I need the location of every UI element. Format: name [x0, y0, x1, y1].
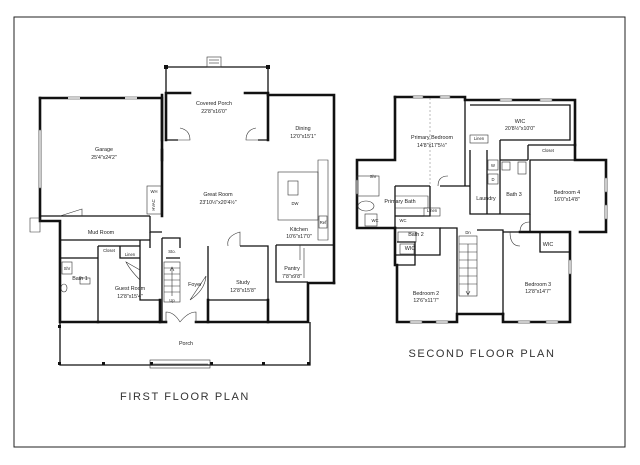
washer-label: W: [491, 163, 495, 168]
wic-bedroom2-label: WIC: [405, 246, 416, 252]
bedroom3-dim: 12'8"x14'7": [525, 289, 551, 295]
first-floor-stairs: [163, 261, 181, 303]
guest-room-label: Guest Room: [115, 286, 146, 292]
bedroom4-label: Bedroom 4: [554, 190, 580, 196]
laundry-label: Laundry: [476, 196, 496, 202]
stairs-down-label: Dn: [465, 230, 471, 235]
wic-bedroom3-label: WIC: [543, 242, 554, 248]
first-floor-title: FIRST FLOOR PLAN: [120, 391, 250, 403]
great-room-label: Great Room: [203, 192, 233, 198]
kitchen-island: [277, 171, 319, 221]
shower-label: Shr: [64, 266, 71, 271]
covered-porch-dim: 22'8"x16'0": [201, 109, 227, 115]
bedroom3-label: Bedroom 3: [525, 282, 551, 288]
bath1-label: Bath 1: [72, 276, 88, 282]
dining-label: Dining: [295, 126, 310, 132]
primary-bath-label: Primary Bath: [384, 199, 415, 205]
pantry-dim: 7'8"x9'8": [282, 274, 302, 280]
mud-room-label: Mud Room: [88, 230, 115, 236]
storage-label: Sto.: [168, 249, 175, 254]
covered-porch-area: [164, 56, 270, 95]
dishwasher-label: DW: [292, 201, 299, 206]
dryer-label: D: [491, 177, 494, 182]
kitchen-label: Kitchen: [290, 227, 308, 233]
bath3-label: Bath 3: [506, 192, 522, 198]
foyer-label: Foyer: [188, 282, 202, 288]
second-floor-title: SECOND FLOOR PLAN: [408, 348, 555, 360]
bath2-label: Bath 2: [408, 232, 424, 238]
refrigerator-label: Ref: [320, 220, 327, 225]
great-room-dim: 23'10½"x20'4½": [199, 199, 236, 206]
linen-label: Linen: [125, 252, 136, 257]
dining-dim: 12'0"x15'1": [290, 134, 316, 140]
garage-label: Garage: [95, 147, 113, 153]
linen-b-label: Linen: [427, 208, 438, 213]
shower-label-2f: Shr: [370, 174, 377, 179]
wic-main-label: WIC: [515, 119, 526, 125]
study-dim: 12'8"x15'8": [230, 288, 256, 294]
first-floor-plan: Covered Porch 22'8"x16'0" Garage 25'4"x2…: [29, 56, 336, 403]
second-floor-plan: Primary Bedroom 14'8"x17'5½" WIC 20'8½"x…: [355, 95, 608, 360]
bedroom4-dim: 16'0"x14'8": [554, 197, 580, 203]
covered-porch-label: Covered Porch: [196, 101, 232, 107]
linen-a-label: Linen: [474, 136, 485, 141]
stairs-up-label: Up: [169, 298, 175, 303]
porch-label: Porch: [179, 341, 193, 347]
wic-main-dim: 20'8½"x10'0": [505, 125, 535, 132]
wc-a-label: WC: [372, 218, 379, 223]
primary-bedroom-dim: 14'8"x17'5½": [417, 142, 447, 149]
front-porch: [58, 322, 311, 369]
kitchen-dim: 10'6"x17'0": [286, 234, 312, 240]
water-heater-label: WH: [151, 189, 158, 194]
closet-label-2f: Closet: [542, 148, 555, 153]
sheet-border: [13, 16, 626, 448]
pantry-label: Pantry: [284, 266, 300, 272]
guest-room-dim: 12'8"x15'4": [117, 294, 143, 300]
second-floor-stairs: [458, 235, 478, 297]
bedroom2-label: Bedroom 2: [413, 291, 439, 297]
garage-dim: 25'4"x24'2": [91, 155, 117, 161]
closet-label: Closet: [103, 248, 116, 253]
hvac-label: HVAC: [151, 199, 156, 210]
bedroom2-dim: 12'6"x11'7": [413, 298, 438, 304]
primary-bedroom-label: Primary Bedroom: [411, 135, 453, 141]
study-label: Study: [236, 280, 250, 286]
wc-b-label: WC: [400, 218, 407, 223]
